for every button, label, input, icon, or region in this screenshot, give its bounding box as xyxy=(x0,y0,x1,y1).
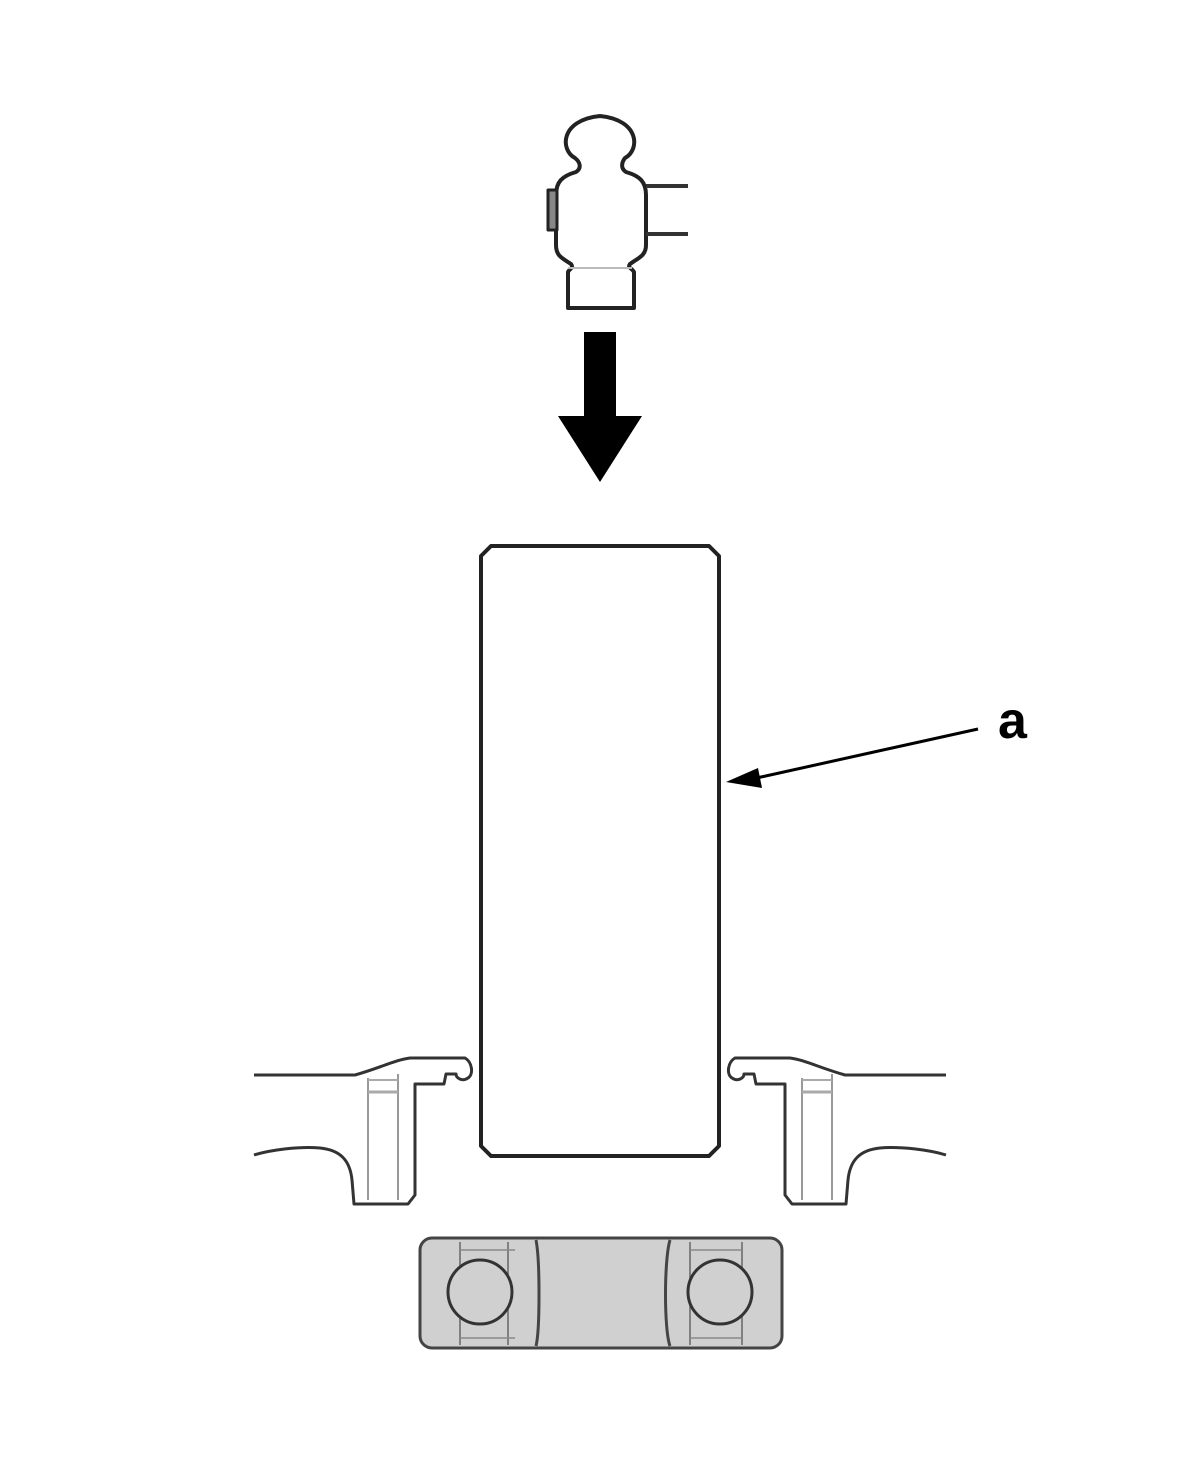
sensor-connector-icon xyxy=(546,114,688,310)
left-mount-bracket xyxy=(253,1056,474,1206)
hole-right-icon xyxy=(686,1258,754,1326)
rectangular-part xyxy=(479,544,721,1158)
callout-label-a: a xyxy=(998,692,1027,750)
hole-left-icon xyxy=(446,1258,514,1326)
callout-a-leader xyxy=(726,727,979,788)
base-plate xyxy=(418,1236,784,1350)
arrow-down-icon xyxy=(558,332,642,482)
right-mount-bracket xyxy=(726,1056,947,1206)
